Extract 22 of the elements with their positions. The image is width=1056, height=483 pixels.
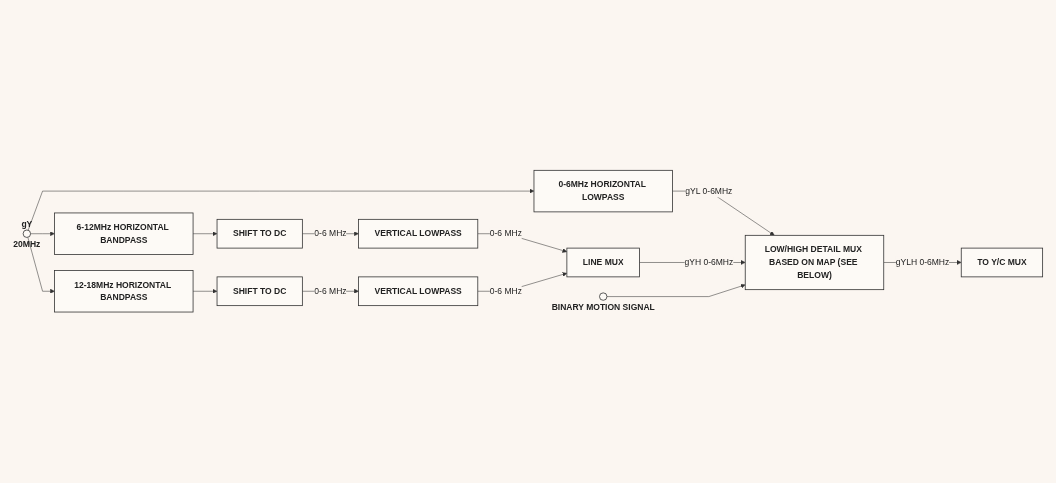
edge-label: 0-6 MHz: [314, 286, 347, 296]
node-box: SHIFT TO DC: [216, 276, 303, 307]
node-box: 6-12MHz HORIZONTAL BANDPASS: [54, 212, 194, 256]
edge-label: 0-6 MHz: [314, 229, 347, 239]
node-label: BINARY MOTION SIGNAL: [551, 302, 655, 313]
node-label: 20MHz: [13, 238, 41, 249]
edge-label: 0-6 MHz: [489, 229, 522, 239]
node-box: LINE MUX: [566, 248, 640, 278]
edge-label: 0-6 MHz: [489, 286, 522, 296]
node-box: SHIFT TO DC: [216, 219, 303, 249]
node-circle: [599, 292, 608, 301]
edge-label: gYL 0-6MHz: [685, 186, 733, 196]
edge-label: gYLH 0-6MHz: [895, 258, 950, 268]
node-box: 12-18MHz HORIZONTAL BANDPASS: [54, 270, 194, 313]
node-label: gY: [21, 219, 33, 230]
node-box: 0-6MHz HORIZONTAL LOWPASS: [533, 170, 673, 213]
node-circle: [22, 229, 31, 239]
node-box: LOW/HIGH DETAIL MUX BASED ON MAP (SEE BELOW): [744, 235, 885, 291]
node-box: VERTICAL LOWPASS: [358, 219, 479, 249]
edge-label: gYH 0-6MHz: [684, 258, 734, 268]
node-box: TO Y/C MUX: [960, 248, 1044, 278]
node-box: VERTICAL LOWPASS: [358, 276, 479, 307]
